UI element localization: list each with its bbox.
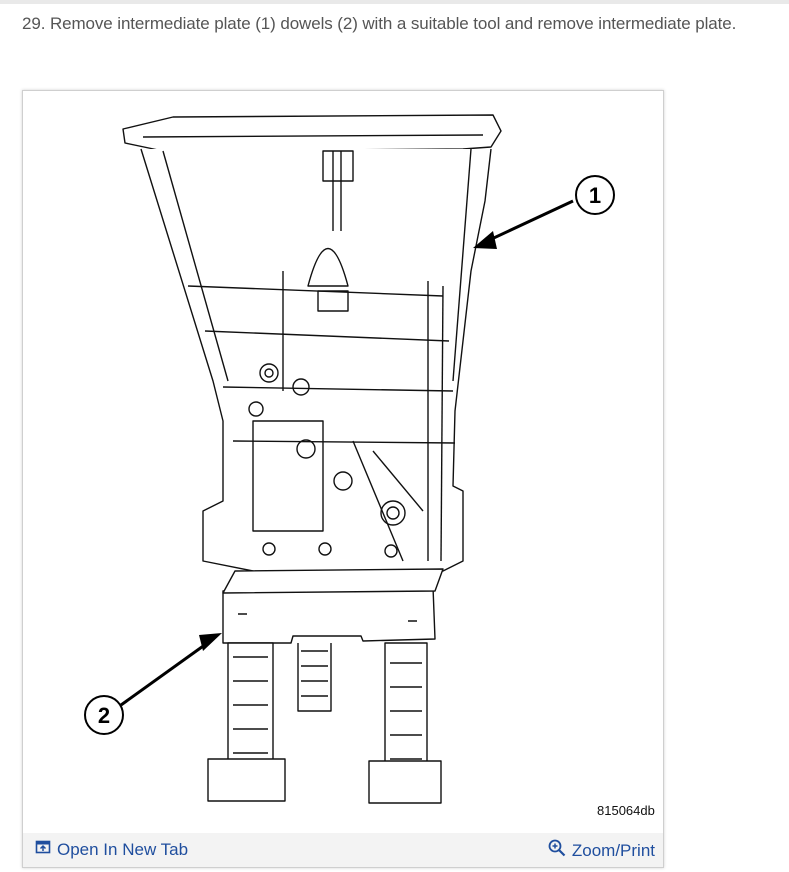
figure-footer: Open In New Tab Zoom/Print bbox=[23, 833, 663, 867]
callout-2-circle bbox=[84, 695, 124, 735]
open-in-new-tab-icon bbox=[35, 839, 51, 860]
step-instruction: 29. Remove intermediate plate (1) dowels… bbox=[22, 14, 737, 33]
figure-card: 1 2 815064db Open In New Tab bbox=[22, 90, 664, 868]
callout-1-label: 1 bbox=[589, 183, 601, 208]
callout-1-leader bbox=[482, 199, 574, 245]
callout-1-circle bbox=[575, 175, 615, 215]
zoom-print-label: Zoom/Print bbox=[571, 840, 655, 860]
callout-1-arrowhead bbox=[473, 231, 497, 249]
zoom-magnifier-icon bbox=[548, 839, 566, 862]
figure-id: 815064db bbox=[597, 803, 655, 818]
open-in-new-tab-label: Open In New Tab bbox=[57, 839, 189, 859]
callout-2-leader bbox=[120, 637, 214, 707]
callout-2-label: 2 bbox=[98, 703, 110, 728]
top-divider bbox=[0, 0, 789, 4]
open-in-new-tab-link[interactable]: Open In New Tab bbox=[35, 839, 188, 860]
transmission-illustration: 1 2 bbox=[84, 114, 615, 804]
zoom-print-link[interactable]: Zoom/Print bbox=[548, 839, 655, 862]
callout-2-arrowhead bbox=[199, 633, 222, 651]
